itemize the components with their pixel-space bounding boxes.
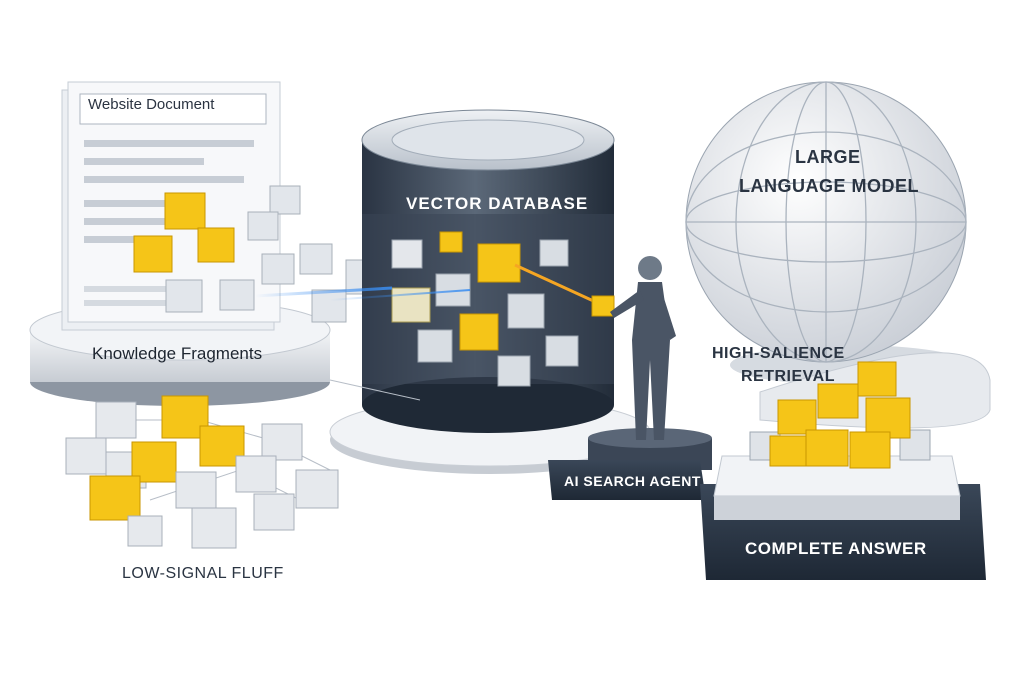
gold-fragment-cubes — [133, 192, 235, 273]
answer-cubes — [749, 361, 931, 469]
agent-label: AI SEARCH AGENT — [564, 473, 701, 489]
fluff-cubes — [65, 395, 339, 549]
llm-label-line1: LARGE — [795, 147, 861, 167]
database-cubes — [391, 231, 579, 387]
complete-answer-label: COMPLETE ANSWER — [745, 539, 927, 558]
retrieval-beams — [254, 263, 601, 306]
llm-globe — [685, 81, 970, 385]
llm-label-line2: LANGUAGE MODEL — [739, 176, 919, 196]
document-title: Website Document — [88, 96, 215, 113]
held-cube — [591, 295, 615, 317]
retrieval-label-line1: HIGH-SALIENCE — [712, 345, 845, 362]
agent-label-plate — [548, 460, 706, 500]
retrieval-label-line2: RETRIEVAL — [741, 368, 835, 385]
knowledge-fragments-label: Knowledge Fragments — [92, 344, 263, 363]
vector-database-label: VECTOR DATABASE — [406, 194, 589, 213]
low-signal-fluff-label: LOW-SIGNAL FLUFF — [122, 565, 284, 582]
answer-pedestal — [700, 455, 986, 580]
